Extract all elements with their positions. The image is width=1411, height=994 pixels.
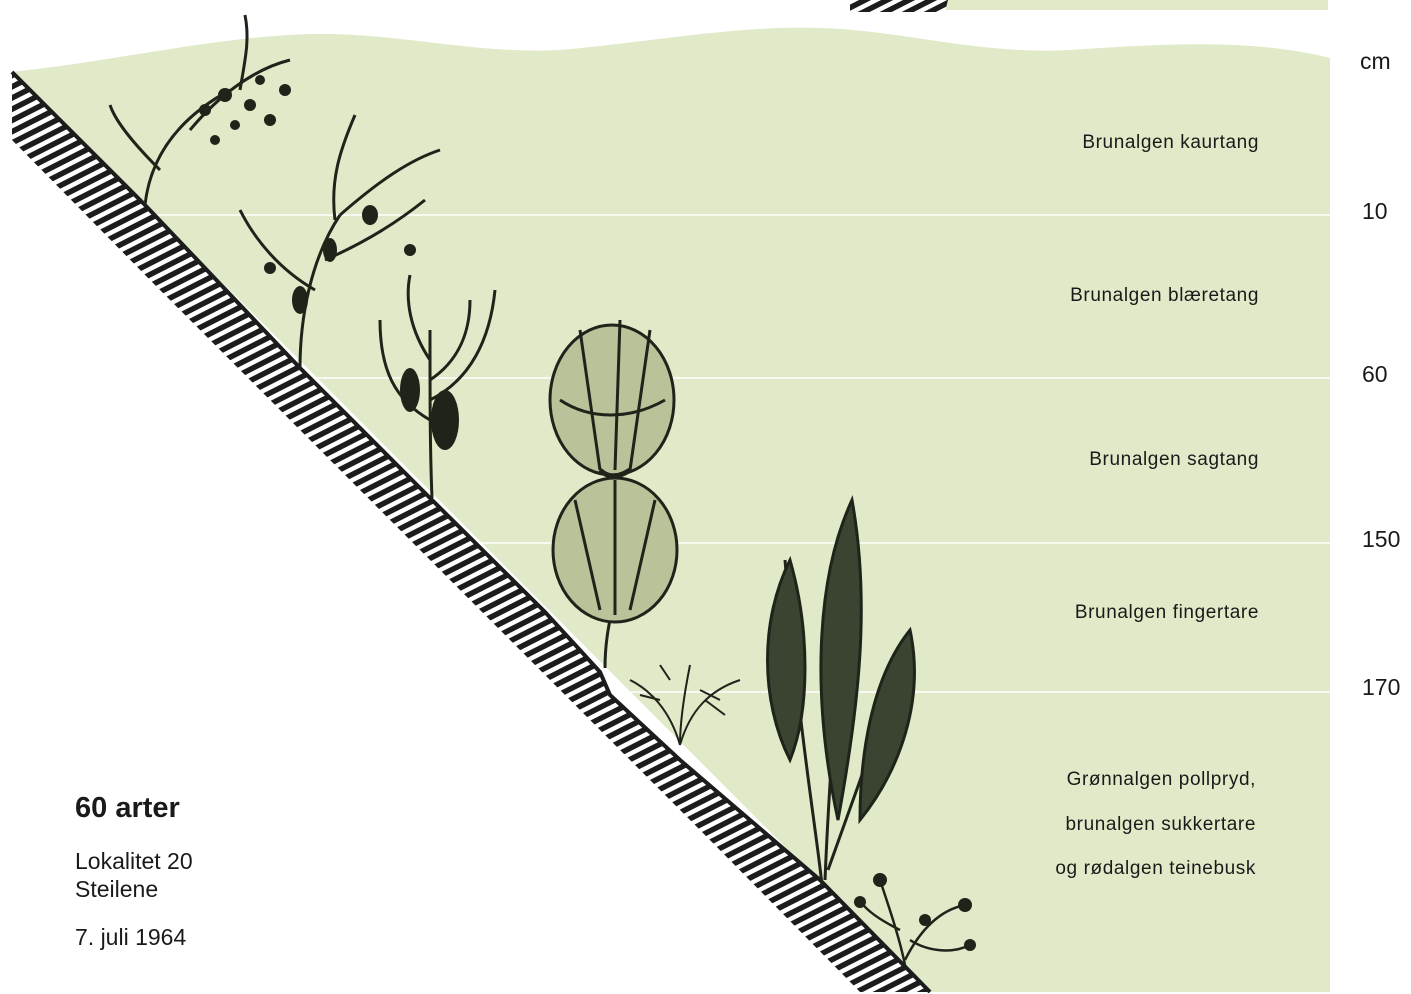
top-panel [940, 0, 1328, 10]
zone-label-mixed-line-1: Grønnalgen pollpryd, [1067, 769, 1256, 791]
depth-mark-60: 60 [1362, 361, 1388, 388]
zone-label-kaurtang: Brunalgen kaurtang [1082, 132, 1259, 154]
depth-mark-150: 150 [1362, 526, 1400, 553]
depth-unit-label: cm [1360, 48, 1391, 75]
place-text: Steilene [75, 876, 158, 903]
top-hatch [850, 0, 948, 12]
date-text: 7. juli 1964 [75, 924, 186, 951]
water-area [12, 28, 1330, 992]
zone-label-mixed-line-3: og rødalgen teinebusk [1055, 858, 1256, 880]
depth-mark-10: 10 [1362, 198, 1388, 225]
depth-mark-170: 170 [1362, 674, 1400, 701]
species-count-title: 60 arter [75, 792, 180, 825]
zone-label-sagtang: Brunalgen sagtang [1089, 449, 1259, 471]
zone-label-fingertare: Brunalgen fingertare [1075, 602, 1259, 624]
locality-text: Lokalitet 20 [75, 848, 193, 875]
zone-label-mixed-line-2: brunalgen sukkertare [1066, 814, 1257, 836]
zone-label-blaeretang: Brunalgen blæretang [1070, 285, 1259, 307]
